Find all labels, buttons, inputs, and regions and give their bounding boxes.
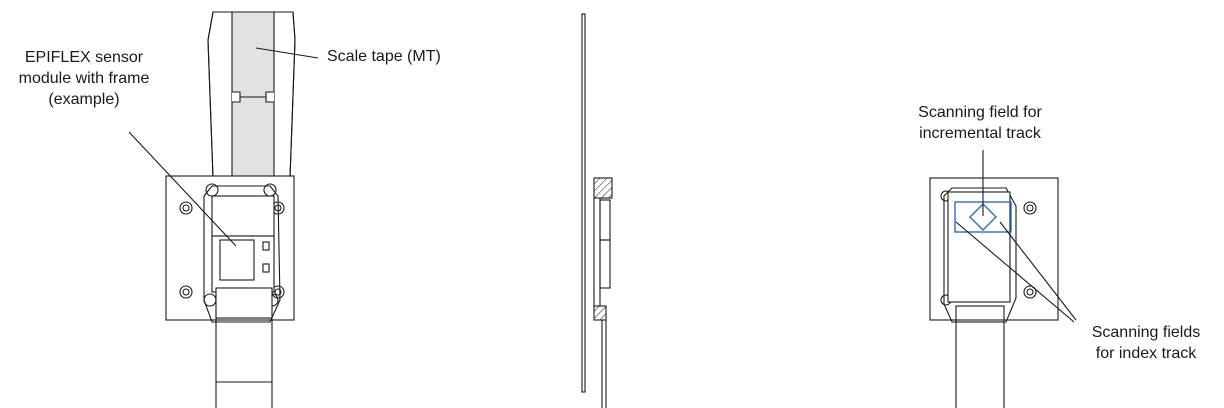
label-sensor-module-line3: (example)	[48, 91, 120, 108]
label-sensor-module: EPIFLEX sensor module with frame (exampl…	[0, 47, 168, 110]
scanning-field-diamond	[969, 203, 997, 231]
hatched-block-top	[593, 177, 613, 199]
left-view	[128, 11, 319, 408]
label-index-fields-line2: for index track	[1095, 345, 1197, 362]
label-sensor-module-line2: module with frame	[18, 70, 150, 87]
label-index-fields: Scanning fields for index track	[1068, 322, 1224, 364]
leader-scale-tape	[255, 47, 319, 59]
label-incremental-field-line1: Scanning field for	[918, 104, 1042, 121]
leader-sensor-module	[128, 131, 237, 247]
label-incremental-field-line2: incremental track	[919, 125, 1041, 142]
label-incremental-field: Scanning field for incremental track	[880, 102, 1080, 144]
hatched-block-bottom	[593, 305, 607, 321]
sensor-frame	[165, 175, 295, 323]
sensor-window	[947, 191, 1011, 303]
right-view	[929, 150, 1077, 408]
label-index-fields-line1: Scanning fields	[1091, 324, 1201, 341]
middle-view	[581, 13, 613, 408]
label-sensor-module-line1: EPIFLEX sensor	[24, 49, 144, 66]
tape-section	[581, 13, 586, 393]
sensor-cable	[215, 287, 273, 408]
label-scale-tape: Scale tape (MT)	[327, 48, 441, 65]
scale-tape	[207, 11, 296, 179]
